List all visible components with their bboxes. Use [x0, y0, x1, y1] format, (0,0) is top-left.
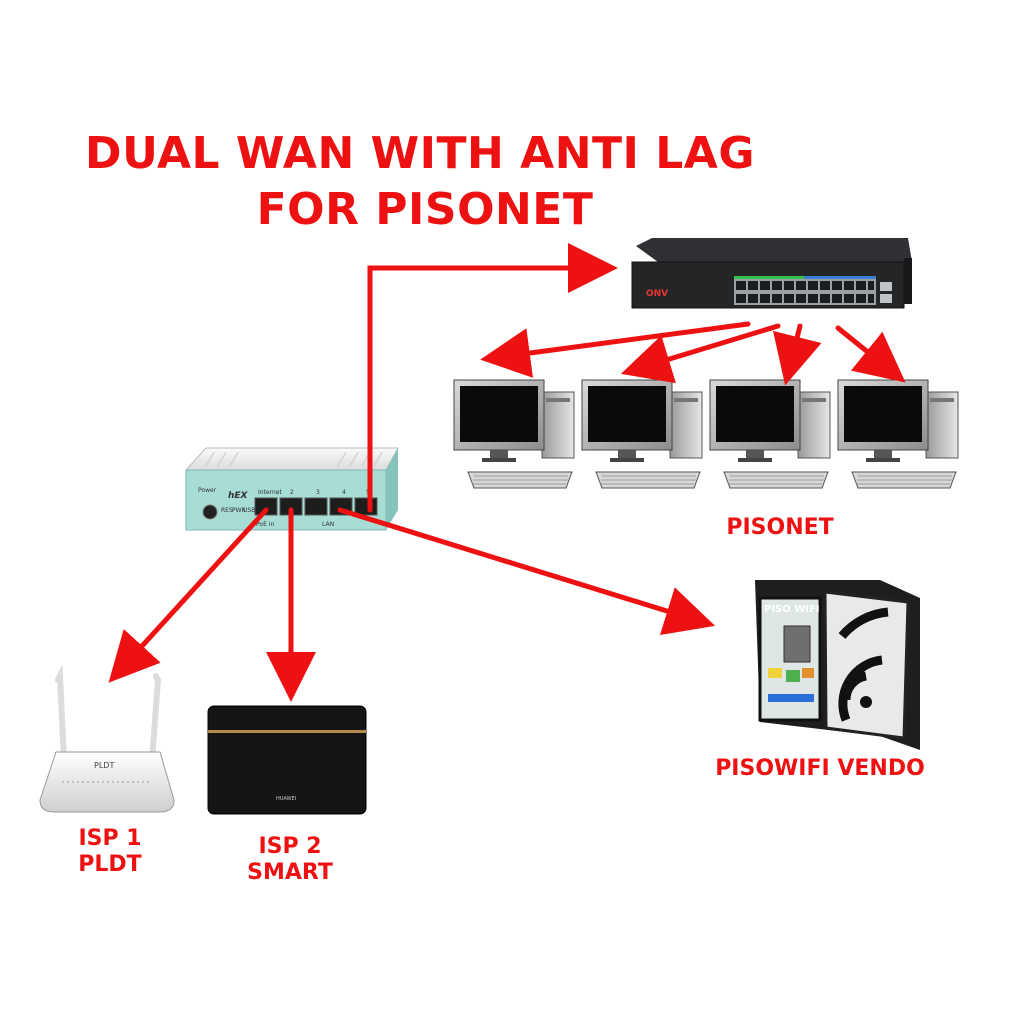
connection-arrows	[108, 243, 906, 702]
router-led-res: RES	[221, 507, 233, 514]
router-port-label-2: 2	[290, 489, 294, 496]
router-led-pwr: PWR	[232, 507, 246, 514]
diagram-title-line-1: DUAL WAN WITH ANTI LAG	[85, 128, 755, 179]
router-port-label-4: 4	[342, 489, 346, 496]
pisonet-computer-1	[453, 379, 575, 489]
pisonet-computer-2	[581, 379, 703, 489]
router-port-label-internet: Internet	[258, 489, 282, 496]
pldt-modem: PLDT	[39, 664, 175, 813]
switch-port-block	[734, 276, 892, 305]
diagram-title-line-2: FOR PISONET	[256, 184, 594, 235]
pisowifi-vendo-machine: PISO WIFI	[755, 580, 920, 750]
pldt-brand-logo: PLDT	[94, 761, 114, 770]
isp2-label-line-2: SMART	[247, 860, 333, 885]
router-ethernet-ports	[254, 497, 378, 516]
pisowifi-vendo-label: PISOWIFI VENDO	[715, 756, 925, 781]
router-lan-label: LAN	[322, 521, 334, 528]
vendo-sign: PISO WIFI	[764, 604, 820, 615]
arrow-switch-to-pc4	[835, 325, 906, 383]
arrow-switch-to-pc1	[480, 321, 751, 378]
network-switch: ONV	[631, 238, 912, 309]
arrow-router-to-isp1	[108, 507, 269, 683]
router-poe-label: PoE in	[256, 521, 274, 528]
pisonet-computer-4	[837, 379, 959, 489]
router-power-label: Power	[198, 487, 217, 494]
arrow-switch-to-pc3	[773, 323, 822, 386]
huawei-brand-logo: HUAWEI	[276, 796, 296, 802]
wifi-icon	[838, 607, 889, 722]
isp2-label-line-1: ISP 2	[258, 834, 322, 859]
router-model-label: hEX	[228, 491, 249, 501]
arrow-router-to-vendo	[337, 507, 716, 636]
isp1-label-line-2: PLDT	[78, 852, 142, 877]
router-port-label-3: 3	[316, 489, 320, 496]
pisonet-computer-3	[709, 379, 831, 489]
arrow-router-to-switch	[367, 243, 618, 513]
pisonet-label: PISONET	[726, 515, 834, 540]
arrow-switch-to-pc2	[620, 323, 781, 384]
smart-router: HUAWEI	[207, 705, 367, 815]
isp1-label-line-1: ISP 1	[78, 826, 142, 851]
switch-brand-logo: ONV	[646, 289, 668, 299]
mikrotik-router: Power hEX RES PWR USB Internet 2 3 4 5 P…	[184, 447, 399, 531]
router-led-usb: USB	[243, 507, 255, 514]
